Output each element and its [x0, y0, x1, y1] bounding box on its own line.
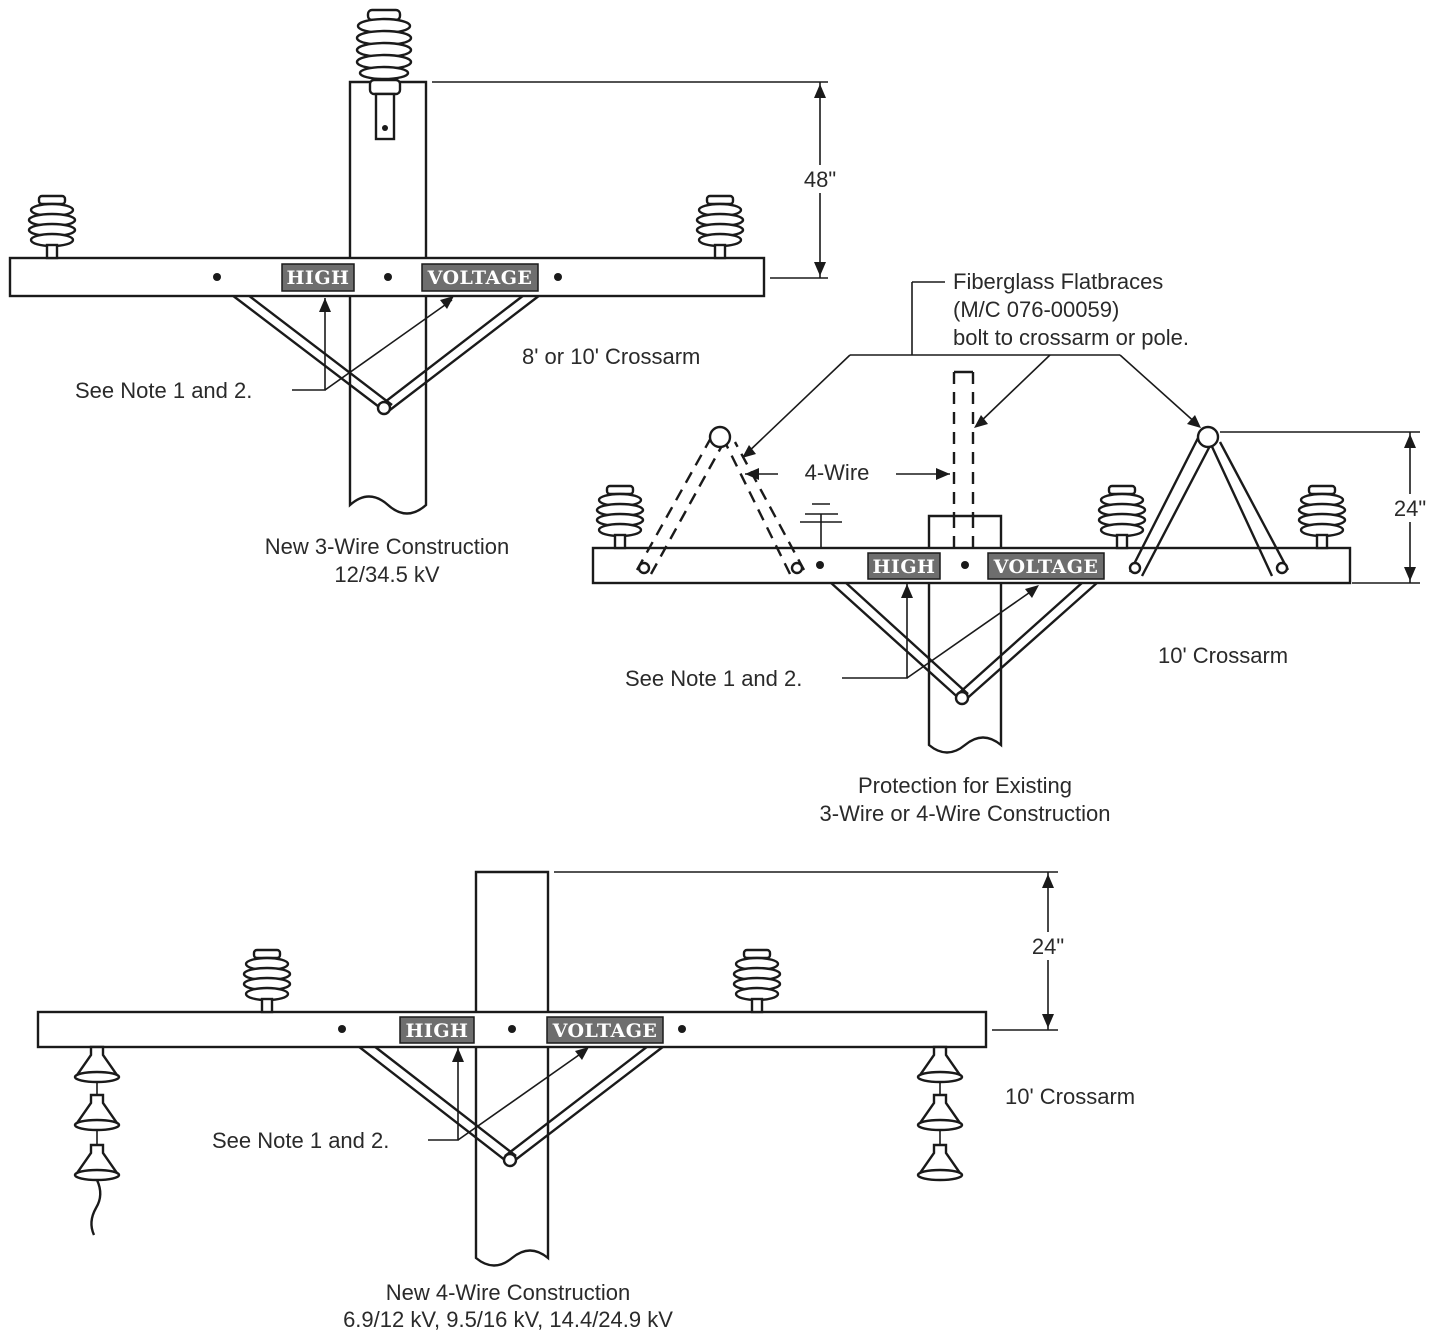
high-sign: HIGH: [281, 263, 355, 292]
crossarm-braces: [357, 1045, 665, 1168]
voltage-sign: VOLTAGE: [421, 263, 539, 292]
suspension-insulator-right: [916, 1045, 964, 1182]
top-insulator: [355, 8, 413, 141]
voltage-sign: VOLTAGE: [546, 1016, 664, 1044]
four-wire-diagram: HIGH VOLTAGE: [36, 870, 1135, 1332]
three-wire-diagram: HIGH VOLTAGE 48" See Note 1 and 2. 8' or…: [8, 8, 840, 587]
crossarm-label: 10' Crossarm: [1005, 1084, 1135, 1109]
flatbrace-left: [635, 425, 806, 575]
flatbrace-right: [1128, 425, 1290, 577]
diagram-title: New 4-Wire Construction: [386, 1280, 631, 1305]
dimension-24: 24": [554, 871, 1072, 1031]
high-sign: HIGH: [867, 552, 941, 580]
pin-insulator-left: [242, 948, 292, 1014]
note-label: See Note 1 and 2.: [75, 378, 252, 403]
suspension-insulator-left: [73, 1045, 121, 1236]
pin-insulator-right: [695, 194, 745, 260]
svg-text:24": 24": [1032, 934, 1064, 959]
voltage-sign: VOLTAGE: [987, 552, 1105, 580]
diagram-subtitle: 12/34.5 kV: [334, 562, 440, 587]
note-leader: [428, 1047, 589, 1141]
neutral-bracket-icon: [800, 503, 842, 548]
note-leader: [292, 296, 454, 391]
pole: [348, 80, 428, 515]
existing-construction-diagram: HIGH VOLTAGE: [591, 269, 1432, 826]
four-wire-dimension: 4-Wire: [745, 458, 950, 486]
svg-text:HIGH: HIGH: [286, 267, 349, 289]
crossarm: [591, 546, 1352, 585]
svg-text:VOLTAGE: VOLTAGE: [552, 1020, 658, 1042]
crossarm: [8, 256, 766, 298]
flatbrace-instruction: bolt to crossarm or pole.: [953, 325, 1189, 350]
flatbrace-callout: [742, 281, 1201, 458]
diagram-title: Protection for Existing: [858, 773, 1072, 798]
note-label: See Note 1 and 2.: [625, 666, 802, 691]
crossarm-label: 8' or 10' Crossarm: [522, 344, 700, 369]
svg-text:VOLTAGE: VOLTAGE: [427, 267, 533, 289]
pin-insulator-right: [732, 948, 782, 1014]
dimension-48: 48": [432, 81, 840, 279]
high-sign: HIGH: [399, 1016, 475, 1044]
pin-insulator-left: [27, 194, 77, 260]
crossarm-label: 10' Crossarm: [1158, 643, 1288, 668]
diagram-subtitle: 3-Wire or 4-Wire Construction: [820, 801, 1111, 826]
pin-insulator-2: [1097, 484, 1147, 550]
crossarm-braces: [231, 294, 541, 416]
dimension-24: 24": [1220, 431, 1432, 584]
svg-text:HIGH: HIGH: [872, 556, 935, 578]
svg-text:24": 24": [1394, 496, 1426, 521]
pin-insulator-1: [595, 484, 645, 550]
diagram-subtitle: 6.9/12 kV, 9.5/16 kV, 14.4/24.9 kV: [343, 1307, 673, 1332]
flatbrace-part-number: (M/C 076-00059): [953, 297, 1119, 322]
svg-text:VOLTAGE: VOLTAGE: [993, 556, 1099, 578]
note-leader: [842, 584, 1039, 679]
svg-text:HIGH: HIGH: [405, 1020, 468, 1042]
pin-insulator-3: [1297, 484, 1347, 550]
note-label: See Note 1 and 2.: [212, 1128, 389, 1153]
svg-text:48": 48": [804, 167, 836, 192]
pole: [474, 870, 550, 1267]
svg-text:4-Wire: 4-Wire: [805, 460, 870, 485]
diagram-title: New 3-Wire Construction: [265, 534, 510, 559]
flatbrace-label: Fiberglass Flatbraces: [953, 269, 1163, 294]
